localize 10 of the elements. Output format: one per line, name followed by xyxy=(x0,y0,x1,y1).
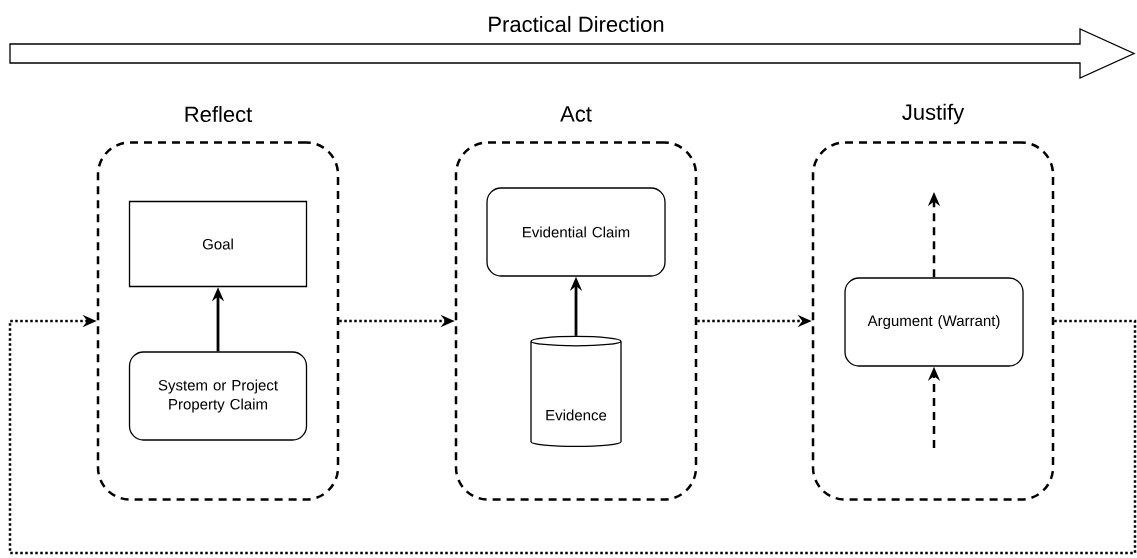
group-heading: Reflect xyxy=(185,105,253,123)
group-heading: Act xyxy=(560,106,592,122)
process-box: Argument (Warrant) xyxy=(844,277,1024,367)
process-box: System or Project Property Claim xyxy=(128,351,308,441)
process-box: Goal xyxy=(128,200,308,288)
process-box: Evidential Claim xyxy=(486,187,666,277)
title: Practical Direction xyxy=(489,15,664,33)
database-cylinder: Evidence xyxy=(530,335,622,448)
group-heading: Justify xyxy=(902,103,965,125)
arrow xyxy=(8,314,1137,555)
